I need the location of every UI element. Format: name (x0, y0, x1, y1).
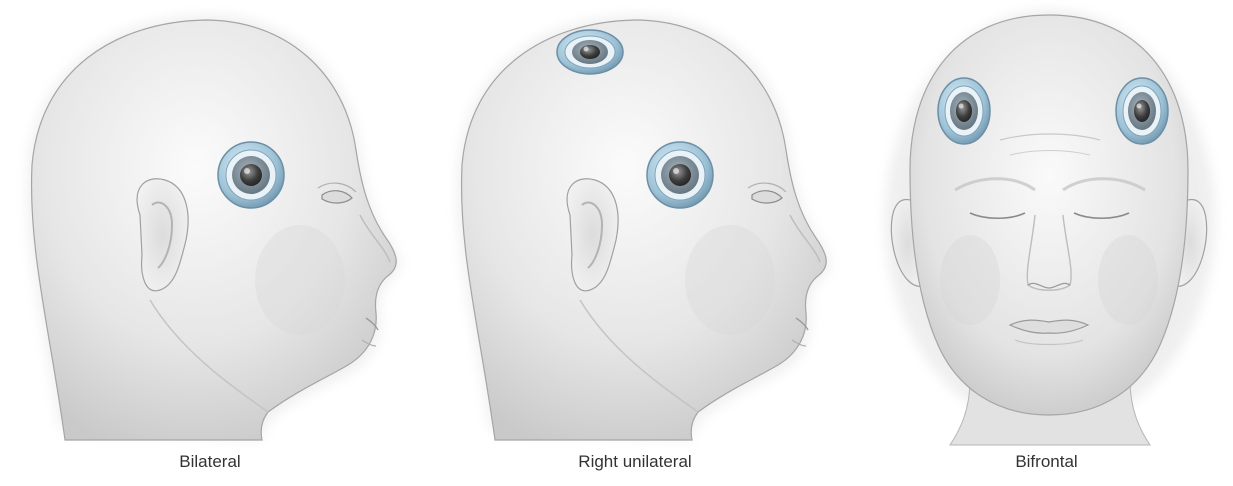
right-unilateral-panel: Right unilateral (420, 0, 850, 486)
side-head-illustration (0, 0, 420, 450)
bifrontal-panel: Bifrontal (860, 0, 1233, 486)
head-front (910, 15, 1188, 415)
electrode-frontal-right (1116, 78, 1168, 144)
electrode-temporal (218, 142, 284, 208)
front-head-illustration (860, 0, 1233, 450)
caption-bifrontal: Bifrontal (860, 452, 1233, 472)
caption-bilateral: Bilateral (0, 452, 420, 472)
caption-right-unilateral: Right unilateral (420, 452, 850, 472)
electrode-temporal (647, 142, 713, 208)
side-head-illustration (420, 0, 850, 450)
electrode-frontal-left (938, 78, 990, 144)
electrode-vertex (557, 30, 623, 74)
bilateral-panel: Bilateral (0, 0, 420, 486)
